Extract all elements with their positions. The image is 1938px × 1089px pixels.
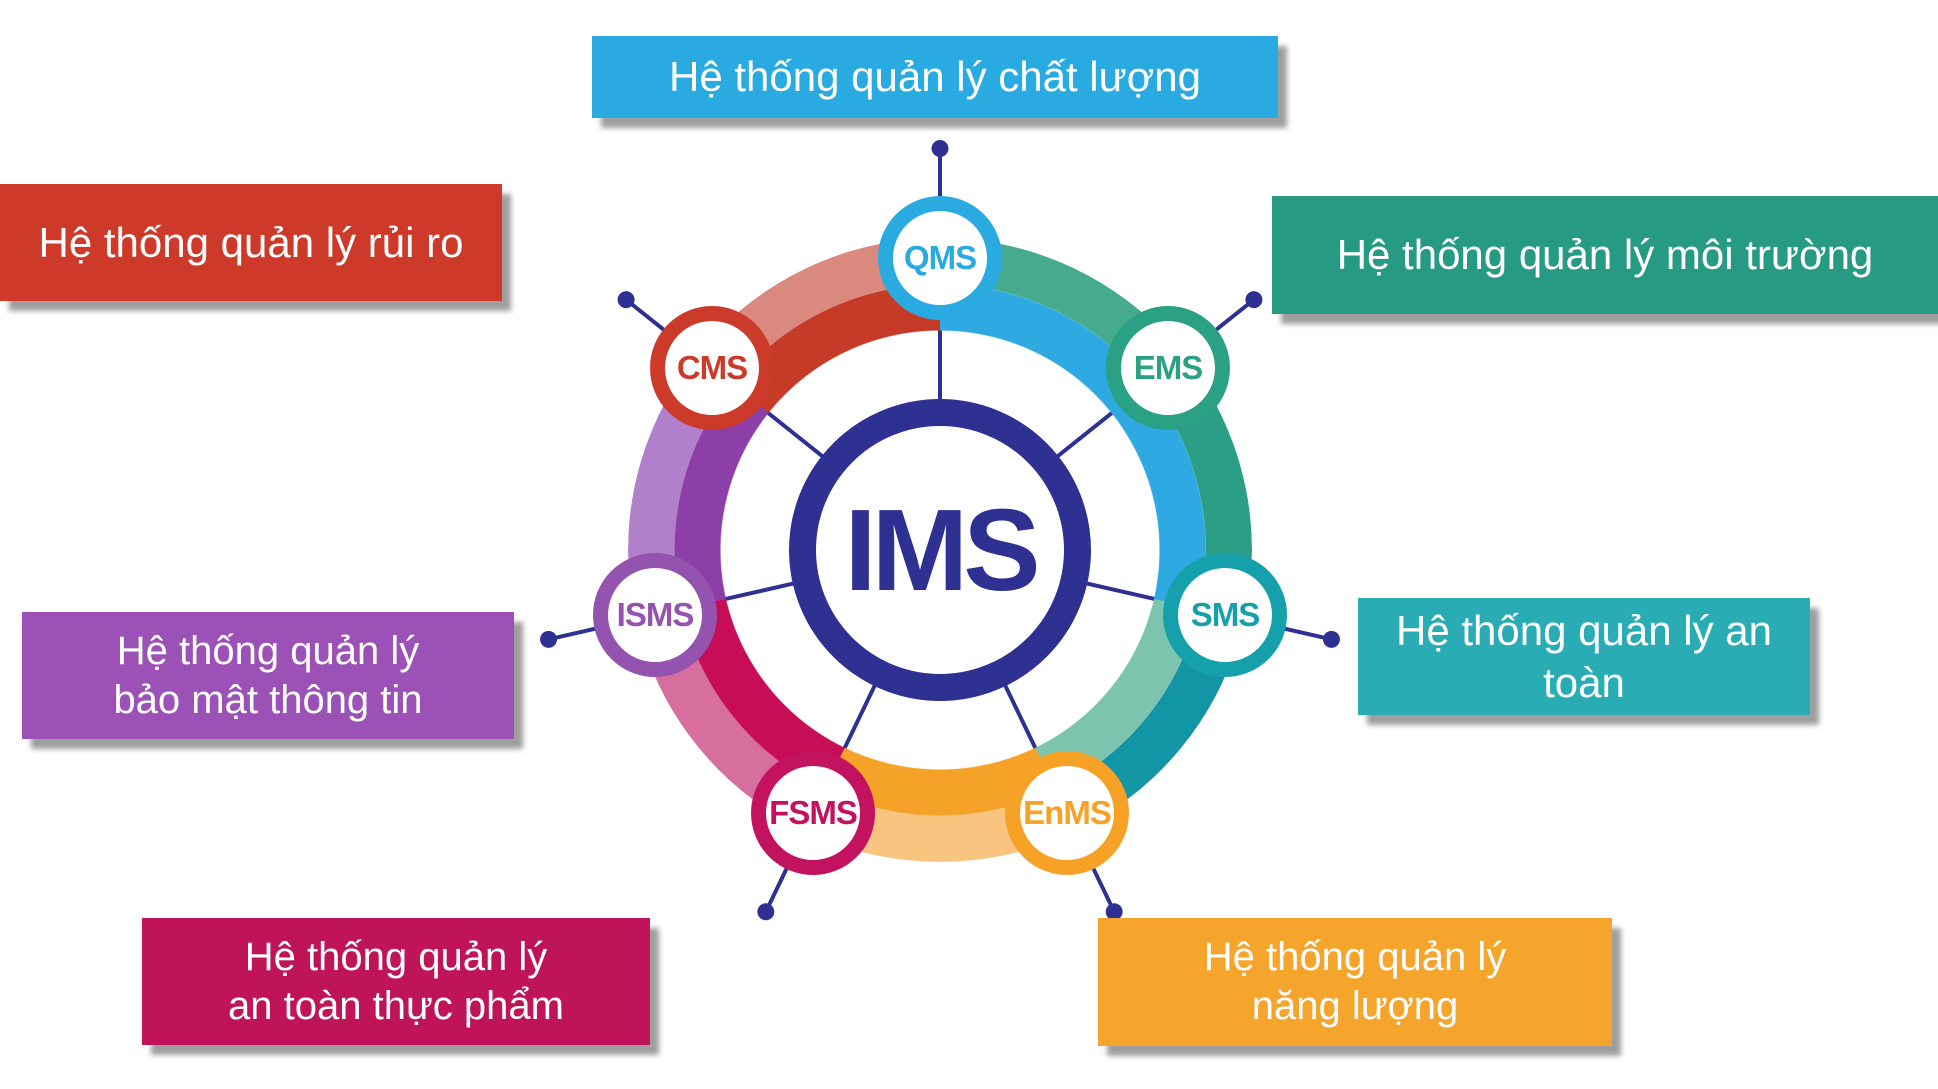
node-fsms: FSMS: [751, 751, 875, 875]
label-line: năng lượng: [1251, 984, 1459, 1028]
label-line: Hệ thống quản lý: [1203, 935, 1507, 980]
label-box-energy: Hệ thống quản lý năng lượng: [1098, 918, 1612, 1046]
node-ems: EMS: [1106, 306, 1230, 430]
label-line: Hệ thống quản lý: [116, 628, 420, 673]
node-qms-label: QMS: [903, 239, 977, 276]
label-box-risk: Hệ thống quản lý rủi ro: [0, 184, 502, 301]
label-line: Hệ thống quản lý rủi ro: [38, 218, 464, 266]
node-enms: EnMS: [1005, 751, 1129, 875]
node-sms-label: SMS: [1190, 596, 1261, 633]
label-line: an toàn thực phẩm: [228, 983, 564, 1028]
node-enms-label: EnMS: [1023, 794, 1112, 831]
label-line: Hệ thống quản lý môi trường: [1336, 231, 1874, 279]
node-ems-label: EMS: [1133, 349, 1204, 386]
node-sms: SMS: [1163, 553, 1287, 677]
label-box-safety: Hệ thống quản lý an toàn: [1358, 598, 1810, 715]
label-box-quality: Hệ thống quản lý chất lượng: [592, 36, 1278, 118]
label-box-information-security: Hệ thống quản lý bảo mật thông tin: [22, 612, 514, 739]
connector-dot-ems: [1241, 287, 1266, 312]
node-qms: QMS: [878, 196, 1002, 320]
label-line: Hệ thống quản lý chất lượng: [669, 53, 1201, 101]
ims-label: IMS: [844, 485, 1040, 615]
node-isms: ISMS: [593, 553, 717, 677]
label-line: bảo mật thông tin: [113, 677, 423, 722]
label-line: Hệ thống quản lý an toàn: [1396, 607, 1772, 706]
ims-center-circle: IMS: [789, 399, 1091, 701]
node-cms-label: CMS: [676, 349, 748, 386]
connector-dot-fsms: [754, 900, 778, 924]
label-box-food-safety: Hệ thống quản lý an toàn thực phẩm: [142, 918, 650, 1045]
node-cms: CMS: [650, 306, 774, 430]
connector-dot-sms: [1321, 629, 1342, 650]
connector-dot-isms: [538, 629, 559, 650]
connector-dot-qms: [931, 140, 949, 157]
label-box-environment: Hệ thống quản lý môi trường: [1272, 196, 1938, 314]
connector-dot-cms: [614, 287, 639, 312]
node-isms-label: ISMS: [616, 596, 695, 633]
node-fsms-label: FSMS: [769, 794, 858, 831]
label-line: Hệ thống quản lý: [244, 934, 548, 979]
